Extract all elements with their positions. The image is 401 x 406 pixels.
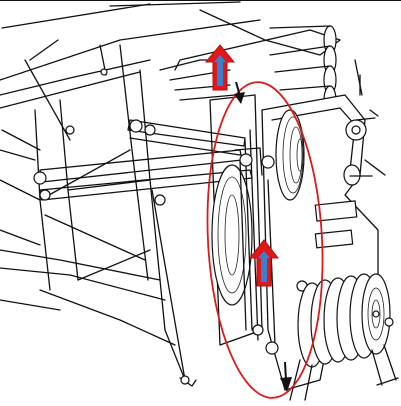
sheave-block: [209, 59, 386, 391]
pendant-links: [33, 119, 253, 206]
highlight-ellipse: [206, 81, 324, 399]
lower-sheave-bank: [289, 273, 399, 401]
down-arrow-icon: [280, 361, 292, 392]
up-arrow-icon: [248, 239, 280, 287]
lattice-boom: [0, 1, 261, 387]
down-arrow-icon: [234, 81, 245, 104]
upper-housing: [159, 9, 341, 115]
up-arrow-icon: [204, 44, 236, 91]
